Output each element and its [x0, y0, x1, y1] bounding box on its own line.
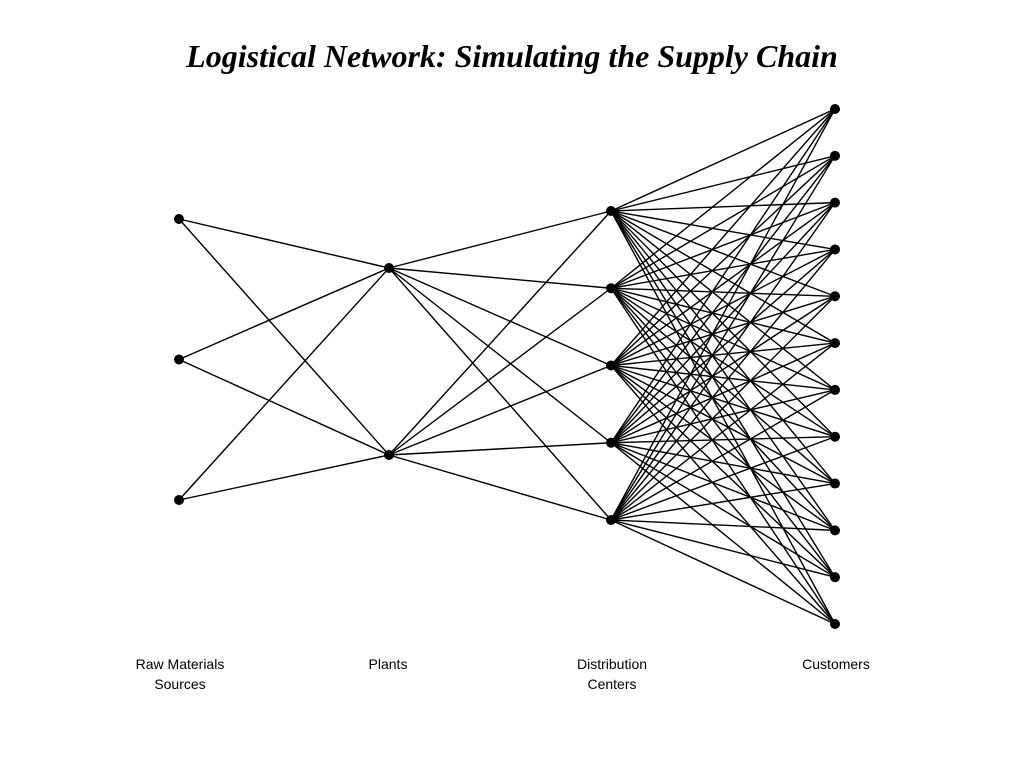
edge-dcs-3-to-customers-5	[610, 295, 836, 367]
edge-raw-1-to-plants-2	[178, 218, 390, 456]
node-customers-2	[830, 150, 840, 161]
edge-dcs-3-to-customers-10	[610, 364, 836, 531]
edge-plants-2-to-dcs-1	[388, 210, 612, 456]
edge-plants-2-to-dcs-3	[388, 364, 612, 456]
edge-plants-1-to-dcs-2	[388, 267, 612, 289]
node-plants-2	[384, 450, 394, 460]
node-dcs-3	[606, 360, 616, 371]
edge-dcs-2-to-customers-1	[610, 108, 836, 289]
edge-dcs-4-to-customers-3	[610, 202, 836, 444]
edge-raw-2-to-plants-1	[178, 267, 390, 361]
edge-dcs-5-to-customers-3	[610, 202, 836, 521]
edge-dcs-5-to-customers-12	[610, 519, 836, 625]
edge-plants-1-to-dcs-1	[388, 210, 612, 269]
edge-dcs-5-to-customers-4	[610, 249, 836, 521]
edge-dcs-3-to-customers-3	[610, 202, 836, 367]
network-nodes	[174, 104, 840, 629]
edge-dcs-5-to-customers-11	[610, 519, 836, 578]
edge-raw-2-to-plants-2	[178, 358, 390, 456]
edge-plants-2-to-dcs-4	[388, 442, 612, 456]
edge-dcs-3-to-customers-7	[610, 364, 836, 391]
tier-label-distribution-centers: Distribution Centers	[576, 656, 648, 692]
edge-dcs-4-to-customers-12	[610, 442, 836, 625]
tier-label-customers: Customers	[802, 656, 870, 672]
edge-dcs-4-to-customers-2	[610, 155, 836, 444]
edge-dcs-3-to-customers-8	[610, 364, 836, 438]
node-customers-12	[830, 619, 840, 629]
edge-dcs-3-to-customers-1	[610, 108, 836, 366]
node-dcs-1	[606, 206, 616, 216]
edge-dcs-3-to-customers-12	[610, 365, 836, 625]
node-customers-11	[830, 572, 840, 583]
edge-raw-1-to-plants-1	[178, 218, 390, 269]
edge-dcs-5-to-customers-1	[610, 108, 836, 521]
node-customers-10	[830, 525, 840, 536]
node-customers-8	[830, 431, 840, 442]
edge-dcs-1-to-customers-12	[610, 210, 836, 625]
edge-dcs-3-to-customers-9	[610, 364, 836, 485]
node-customers-5	[830, 291, 840, 302]
node-plants-1	[384, 263, 394, 273]
edge-dcs-4-to-customers-11	[610, 442, 836, 578]
edge-dcs-5-to-customers-5	[610, 295, 836, 521]
edge-dcs-3-to-customers-4	[610, 248, 836, 367]
edge-dcs-4-to-customers-6	[610, 342, 836, 444]
page-title: Logistical Network: Simulating the Suppl…	[186, 38, 838, 74]
edge-dcs-4-to-customers-5	[610, 295, 836, 444]
node-customers-9	[830, 478, 840, 489]
node-dcs-2	[606, 283, 616, 294]
tier-label-raw-materials: Raw Materials Sources	[135, 656, 225, 692]
edge-dcs-3-to-customers-6	[610, 342, 836, 367]
edge-dcs-4-to-customers-1	[610, 108, 836, 444]
network-edges	[178, 108, 836, 625]
tier-label-plants: Plants	[368, 656, 408, 672]
edge-dcs-5-to-customers-7	[610, 389, 836, 521]
node-customers-4	[830, 244, 840, 255]
node-raw-1	[174, 214, 184, 224]
edge-dcs-4-to-customers-4	[610, 248, 836, 444]
edge-dcs-5-to-customers-10	[610, 519, 836, 532]
node-customers-1	[830, 104, 840, 114]
edge-dcs-5-to-customers-8	[610, 436, 836, 521]
edge-dcs-3-to-customers-11	[610, 364, 836, 578]
node-dcs-4	[606, 437, 616, 448]
edge-dcs-5-to-customers-6	[610, 342, 836, 521]
node-dcs-5	[606, 515, 616, 525]
edge-plants-2-to-dcs-5	[388, 454, 612, 521]
edge-raw-3-to-plants-1	[178, 267, 390, 501]
node-raw-2	[174, 354, 184, 365]
node-raw-3	[174, 495, 184, 505]
node-customers-3	[830, 197, 840, 208]
edge-plants-2-to-dcs-2	[388, 287, 612, 456]
edge-dcs-4-to-customers-10	[610, 442, 836, 532]
edge-plants-1-to-dcs-5	[388, 267, 612, 521]
edge-dcs-4-to-customers-7	[610, 389, 836, 444]
edge-dcs-1-to-customers-10	[610, 210, 836, 531]
edge-dcs-1-to-customers-9	[610, 210, 836, 484]
edge-dcs-4-to-customers-9	[610, 442, 836, 485]
edge-dcs-4-to-customers-8	[610, 436, 836, 444]
edge-dcs-1-to-customers-1	[610, 108, 836, 212]
edge-dcs-3-to-customers-2	[610, 155, 836, 367]
edge-plants-1-to-dcs-4	[388, 267, 612, 444]
edge-plants-1-to-dcs-3	[388, 267, 612, 367]
edge-dcs-5-to-customers-2	[610, 155, 836, 521]
node-customers-6	[830, 338, 840, 349]
edge-dcs-5-to-customers-9	[610, 482, 836, 521]
edge-dcs-1-to-customers-2	[610, 155, 836, 212]
node-customers-7	[830, 384, 840, 395]
edge-raw-3-to-plants-2	[178, 454, 390, 501]
